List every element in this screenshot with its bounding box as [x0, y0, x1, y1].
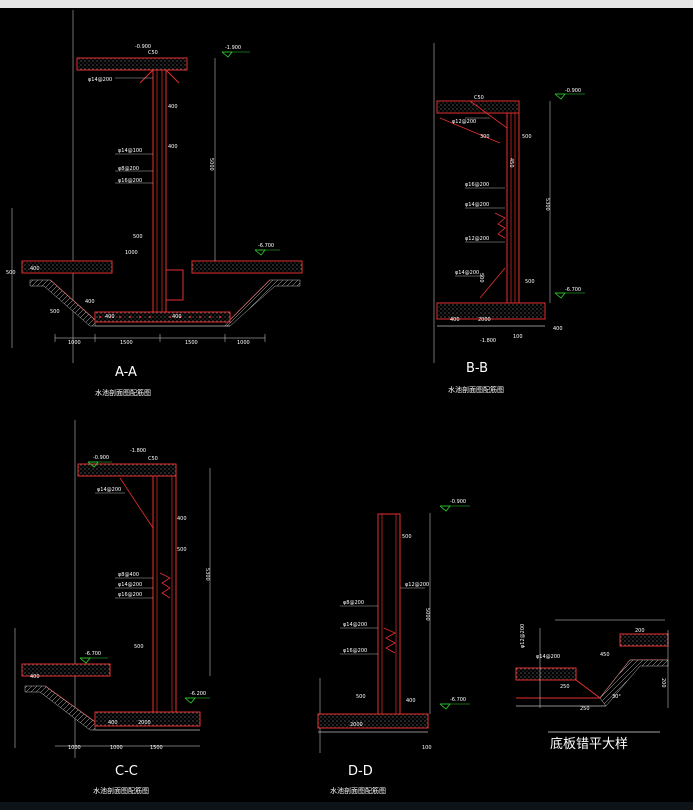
section-aa [11, 10, 303, 363]
aa-title: A-A [115, 365, 137, 380]
bb-rebar-2: φ16@200 [465, 182, 489, 188]
cc-dim-5: 400 [30, 674, 40, 680]
detail-title: 底板错平大样 [550, 736, 628, 752]
aa-rebar-4: φ16@200 [118, 178, 142, 184]
bb-dim-2: 500 [522, 134, 532, 140]
dd-dim-0: 500 [402, 534, 412, 540]
bb-dim-4: 5300 [544, 198, 550, 211]
title-bar [0, 0, 693, 8]
cc-elev-4: -6.200 [190, 691, 206, 697]
bb-subtitle: 水池剖面图配筋图 [448, 385, 504, 394]
cc-rebar-1: φ14@200 [97, 487, 121, 493]
aa-dim-6: 400 [30, 266, 40, 272]
bb-elev-3: -1.800 [480, 338, 496, 344]
dd-rebar-4: φ16@200 [343, 648, 367, 654]
cc-dim-3: 5300 [204, 568, 210, 581]
dd-subtitle: 水池剖面图配筋图 [330, 786, 386, 795]
cc-elev-2: -1.800 [130, 448, 146, 454]
dd-elev-1: -0.900 [450, 499, 466, 505]
aa-dim-15: 400 [85, 299, 95, 305]
cc-dim-2: 500 [177, 547, 187, 553]
bb-dim-7: 2000 [478, 317, 491, 323]
detail-dim-3: 30° [612, 694, 621, 700]
bb-rebar-4: φ12@200 [465, 236, 489, 242]
section-cc [14, 420, 211, 758]
dd-dim-4: 400 [406, 698, 416, 704]
section-bb [433, 43, 585, 363]
detail-drawing [515, 619, 669, 733]
dd-dim-3: 2000 [350, 722, 363, 728]
bb-rebar-1: φ12@200 [452, 119, 476, 125]
bb-elev-2: -6.700 [565, 287, 581, 293]
aa-dim-2: 400 [168, 144, 178, 150]
cc-dim-0: C50 [148, 456, 158, 462]
aa-dim-top: C50 [148, 50, 158, 56]
cc-dim-10: 400 [108, 720, 118, 726]
aa-dim-5000: 5000 [208, 158, 214, 171]
detail-dim-1: 450 [600, 652, 610, 658]
status-bar [0, 802, 693, 810]
aa-dim-5: 1000 [125, 250, 138, 256]
aa-rebar-2: φ14@100 [118, 148, 142, 154]
cc-dim-7: 1000 [68, 745, 81, 751]
bb-dim-8: 500 [478, 273, 484, 283]
bb-rebar-5: φ14@200 [455, 270, 479, 276]
bb-dim-1: 300 [480, 134, 490, 140]
cc-title: C-C [115, 764, 138, 779]
detail-rebar-1: φ12@200 [520, 624, 526, 648]
cc-rebar-3: φ14@200 [118, 582, 142, 588]
cc-dim-8: 1000 [110, 745, 123, 751]
aa-dim-9: 500 [6, 270, 16, 276]
bb-rebar-3: φ14@200 [465, 202, 489, 208]
detail-dim-0: 200 [635, 628, 645, 634]
cc-dim-9: 1500 [150, 745, 163, 751]
aa-dim-11: 1500 [120, 340, 133, 346]
cc-dim-4: 500 [134, 644, 144, 650]
detail-dim-2: 250 [560, 684, 570, 690]
aa-dim-14: 400 [172, 314, 182, 320]
dd-title: D-D [348, 764, 373, 779]
dd-rebar-2: φ8@200 [343, 600, 364, 606]
section-dd [317, 505, 470, 753]
aa-subtitle: 水池剖面图配筋图 [95, 388, 151, 397]
aa-dim-13: 1000 [237, 340, 250, 346]
cc-subtitle: 水池剖面图配筋图 [93, 786, 149, 795]
cc-rebar-4: φ16@200 [118, 592, 142, 598]
detail-dim-5: 250 [580, 706, 590, 712]
detail-rebar-2: φ14@200 [536, 654, 560, 660]
cad-drawing: C50 400 400 5000 500 1000 400 500 400 50… [6, 10, 669, 795]
dd-dim-1: 5000 [424, 608, 430, 621]
aa-elev-1: -1.900 [225, 45, 241, 51]
bb-title: B-B [466, 361, 488, 376]
aa-dim-1: 400 [168, 104, 178, 110]
aa-dim-12: 1500 [185, 340, 198, 346]
dd-dim-2: 500 [356, 694, 366, 700]
bb-dim-6: 400 [450, 317, 460, 323]
bb-dim-3: 450 [508, 158, 514, 168]
aa-elev-2: -6.700 [258, 243, 274, 249]
dd-rebar-1: φ12@200 [405, 582, 429, 588]
cc-rebar-2: φ8@400 [118, 572, 139, 578]
aa-elev-3: -0.900 [135, 44, 151, 50]
dd-elev-2: -6.700 [450, 697, 466, 703]
dd-dim-5: 100 [422, 745, 432, 751]
bb-dim-0: C50 [474, 95, 484, 101]
aa-dim-7: 500 [50, 309, 60, 315]
aa-rebar-3: φ8@200 [118, 166, 139, 172]
dd-rebar-3: φ14@200 [343, 622, 367, 628]
bb-dim-10: 100 [513, 334, 523, 340]
cc-dim-6: 2000 [138, 720, 151, 726]
bb-dim-5: 500 [525, 279, 535, 285]
aa-dim-10: 1000 [68, 340, 81, 346]
cc-elev-1: -0.900 [93, 455, 109, 461]
bb-elev-1: -0.900 [565, 88, 581, 94]
detail-dim-4: 200 [660, 678, 666, 688]
aa-dim-4: 500 [133, 234, 143, 240]
bb-dim-9: 400 [553, 326, 563, 332]
cc-dim-1: 400 [177, 516, 187, 522]
aa-rebar-1: φ14@200 [88, 77, 112, 83]
aa-dim-8: 400 [105, 314, 115, 320]
cc-elev-3: -6.700 [85, 651, 101, 657]
